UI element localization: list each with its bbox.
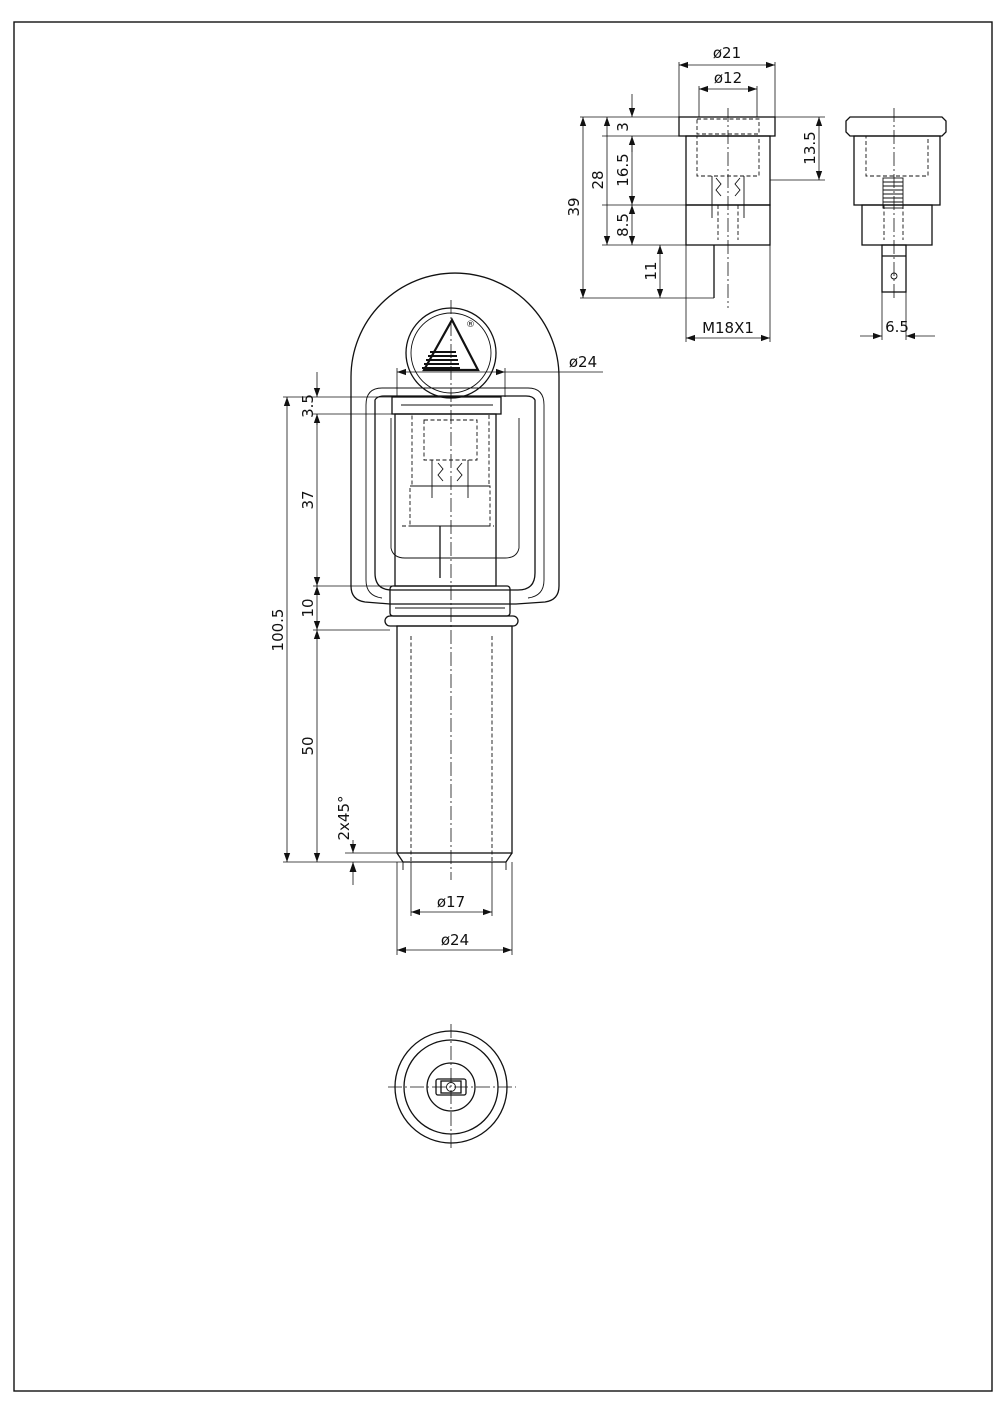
dim-top-dia21: ø21	[713, 44, 741, 62]
dim-side-6-5: 6.5	[885, 318, 909, 336]
top-front-view	[678, 108, 776, 308]
dim-main-100-5: 100.5	[269, 609, 287, 652]
dim-top-11: 11	[642, 261, 660, 280]
dim-main-50: 50	[299, 736, 317, 755]
top-side-view	[845, 108, 947, 300]
main-view: ®	[350, 272, 560, 880]
dim-main-dia24-top: ø24	[569, 353, 597, 371]
top-front-dimensions: ø21 ø12 3 16.5 8.5 28 39 11 13.5	[565, 44, 825, 342]
dim-top-3: 3	[614, 122, 632, 132]
dim-main-37: 37	[299, 490, 317, 509]
top-side-dimensions: 6.5	[860, 292, 935, 340]
dim-top-dia12: ø12	[714, 69, 742, 87]
end-view	[388, 1024, 516, 1150]
dim-main-chamfer: 2x45°	[335, 795, 353, 840]
logo-registered-mark: ®	[466, 320, 475, 330]
dim-top-13-5: 13.5	[801, 131, 819, 164]
dim-top-8-5: 8.5	[614, 213, 632, 237]
main-dimensions: ø24 3.5 37 10 50 100.5 2x45° ø17	[269, 353, 603, 955]
dim-main-10: 10	[299, 598, 317, 617]
dim-main-3-5: 3.5	[299, 394, 317, 418]
dim-main-dia17: ø17	[437, 893, 465, 911]
dim-top-39: 39	[565, 197, 583, 216]
drawing-border	[13, 21, 993, 1392]
dim-top-28: 28	[589, 170, 607, 189]
dim-main-dia24-bottom: ø24	[441, 931, 469, 949]
dim-top-thread: M18X1	[702, 319, 754, 337]
dim-top-16-5: 16.5	[614, 153, 632, 186]
